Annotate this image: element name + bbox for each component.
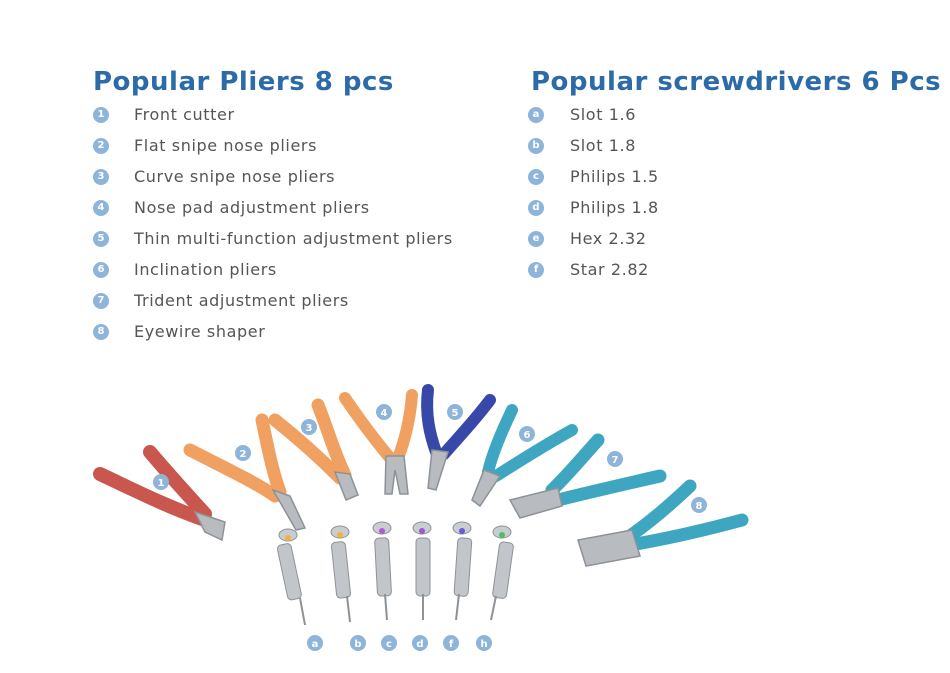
number-badge: 2 xyxy=(93,137,109,154)
marker-a: a xyxy=(307,635,323,651)
list-item: b Slot 1.8 xyxy=(528,130,659,161)
letter-badge: e xyxy=(528,230,544,247)
marker-8: 8 xyxy=(691,497,707,513)
plier-name: Flat snipe nose pliers xyxy=(134,136,318,155)
thin-multi-function-pliers xyxy=(421,384,496,491)
screwdrivers-heading: Popular screwdrivers 6 Pcs xyxy=(531,67,942,98)
marker-b-label: b xyxy=(354,639,361,650)
marker-3: 3 xyxy=(301,419,317,435)
screwdriver-f xyxy=(452,521,473,621)
plier-name: Nose pad adjustment pliers xyxy=(134,198,370,217)
eyewire-shaper-pliers xyxy=(577,479,749,567)
screwdrivers-list: a Slot 1.6 b Slot 1.8 c Philips 1.5 d Philip… xyxy=(528,99,659,285)
list-item: 3 Curve snipe nose pliers xyxy=(93,161,453,192)
plier-name: Inclination pliers xyxy=(134,260,277,279)
number-badge: 6 xyxy=(93,261,109,278)
letter-badge: d xyxy=(528,199,544,216)
list-item: 8 Eyewire shaper xyxy=(93,316,453,347)
screwdriver-name: Slot 1.8 xyxy=(570,136,636,155)
marker-4: 4 xyxy=(376,404,392,420)
screwdriver-b xyxy=(330,525,351,623)
screwdriver-h xyxy=(490,525,514,621)
trident-adjustment-pliers xyxy=(508,433,667,519)
list-item: a Slot 1.6 xyxy=(528,99,659,130)
marker-b: b xyxy=(350,635,366,651)
marker-3-label: 3 xyxy=(306,423,313,434)
screwdriver-name: Slot 1.6 xyxy=(570,105,636,124)
marker-7: 7 xyxy=(607,451,623,467)
marker-6: 6 xyxy=(519,426,535,442)
marker-h: h xyxy=(476,635,492,651)
number-badge: 8 xyxy=(93,323,109,340)
marker-c: c xyxy=(381,635,397,651)
pliers-list: 1 Front cutter 2 Flat snipe nose pliers 3 C… xyxy=(93,99,453,347)
letter-badge: a xyxy=(528,106,544,123)
screwdriver-name: Philips 1.5 xyxy=(570,167,659,186)
plier-name: Front cutter xyxy=(134,105,235,124)
marker-h-label: h xyxy=(480,639,487,650)
number-badge: 5 xyxy=(93,230,109,247)
plier-name: Trident adjustment pliers xyxy=(134,291,349,310)
letter-badge: c xyxy=(528,168,544,185)
marker-d-label: d xyxy=(416,639,423,650)
marker-8-label: 8 xyxy=(696,501,703,512)
screwdriver-a xyxy=(276,528,306,626)
screwdriver-name: Hex 2.32 xyxy=(570,229,647,248)
marker-c-label: c xyxy=(386,639,392,650)
marker-2-label: 2 xyxy=(240,449,247,460)
plier-name: Curve snipe nose pliers xyxy=(134,167,336,186)
marker-2: 2 xyxy=(235,445,251,461)
marker-5: 5 xyxy=(447,404,463,420)
tools-illustration: 1 2 3 4 5 6 7 8 a b c d f h xyxy=(93,384,749,651)
plier-name: Thin multi-function adjustment pliers xyxy=(134,229,453,248)
marker-4-label: 4 xyxy=(381,408,388,419)
list-item: 5 Thin multi-function adjustment pliers xyxy=(93,223,453,254)
number-badge: 7 xyxy=(93,292,109,309)
marker-7-label: 7 xyxy=(612,455,619,466)
marker-a-label: a xyxy=(312,639,319,650)
letter-badge: f xyxy=(528,261,544,278)
list-item: 4 Nose pad adjustment pliers xyxy=(93,192,453,223)
screwdriver-d xyxy=(412,521,432,620)
list-item: d Philips 1.8 xyxy=(528,192,659,223)
pliers-heading: Popular Pliers 8 pcs xyxy=(93,67,394,98)
list-item: e Hex 2.32 xyxy=(528,223,659,254)
number-badge: 3 xyxy=(93,168,109,185)
marker-6-label: 6 xyxy=(524,430,531,441)
front-cutter-pliers xyxy=(93,445,226,542)
screwdriver-c xyxy=(372,521,392,621)
screwdriver-name: Star 2.82 xyxy=(570,260,649,279)
nose-pad-adjustment-pliers xyxy=(339,389,418,495)
marker-1-label: 1 xyxy=(158,478,165,489)
list-item: 1 Front cutter xyxy=(93,99,453,130)
marker-f: f xyxy=(443,635,459,651)
list-item: f Star 2.82 xyxy=(528,254,659,285)
marker-5-label: 5 xyxy=(452,408,459,419)
list-item: 7 Trident adjustment pliers xyxy=(93,285,453,316)
flat-snipe-nose-pliers xyxy=(183,413,307,531)
marker-1: 1 xyxy=(153,474,169,490)
list-item: c Philips 1.5 xyxy=(528,161,659,192)
plier-name: Eyewire shaper xyxy=(134,322,266,341)
list-item: 2 Flat snipe nose pliers xyxy=(93,130,453,161)
curve-snipe-nose-pliers xyxy=(268,398,359,501)
screwdriver-name: Philips 1.8 xyxy=(570,198,659,217)
number-badge: 1 xyxy=(93,106,109,123)
letter-badge: b xyxy=(528,137,544,154)
inclination-pliers xyxy=(471,404,578,508)
marker-f-label: f xyxy=(449,639,454,650)
list-item: 6 Inclination pliers xyxy=(93,254,453,285)
marker-d: d xyxy=(412,635,428,651)
number-badge: 4 xyxy=(93,199,109,216)
